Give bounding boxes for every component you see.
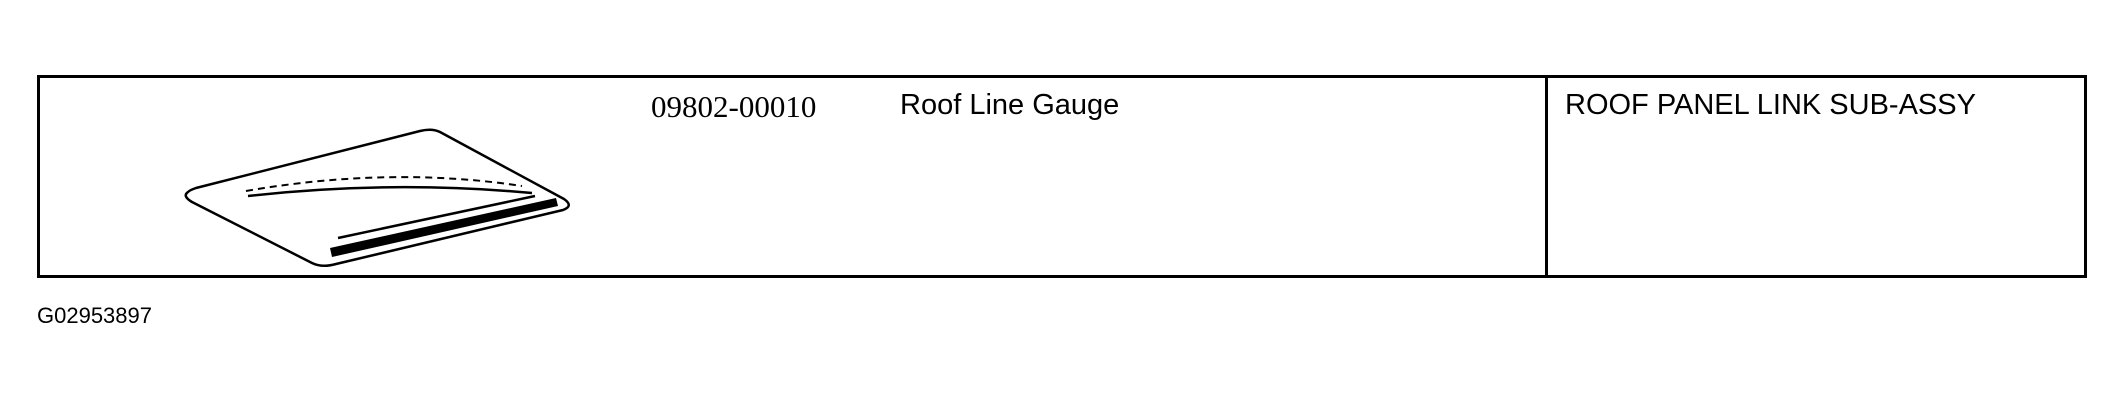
figure-code: G02953897 — [37, 303, 152, 328]
special-service-tool-table: 09802-00010 Roof Line Gauge ROOF PANEL L… — [37, 75, 2087, 278]
column-divider — [1545, 78, 1548, 275]
tool-part-number: 09802-00010 — [651, 89, 817, 124]
roof-line-gauge-icon — [184, 128, 570, 267]
tool-name: Roof Line Gauge — [900, 89, 1120, 121]
applicable-component: ROOF PANEL LINK SUB-ASSY — [1565, 89, 1976, 121]
